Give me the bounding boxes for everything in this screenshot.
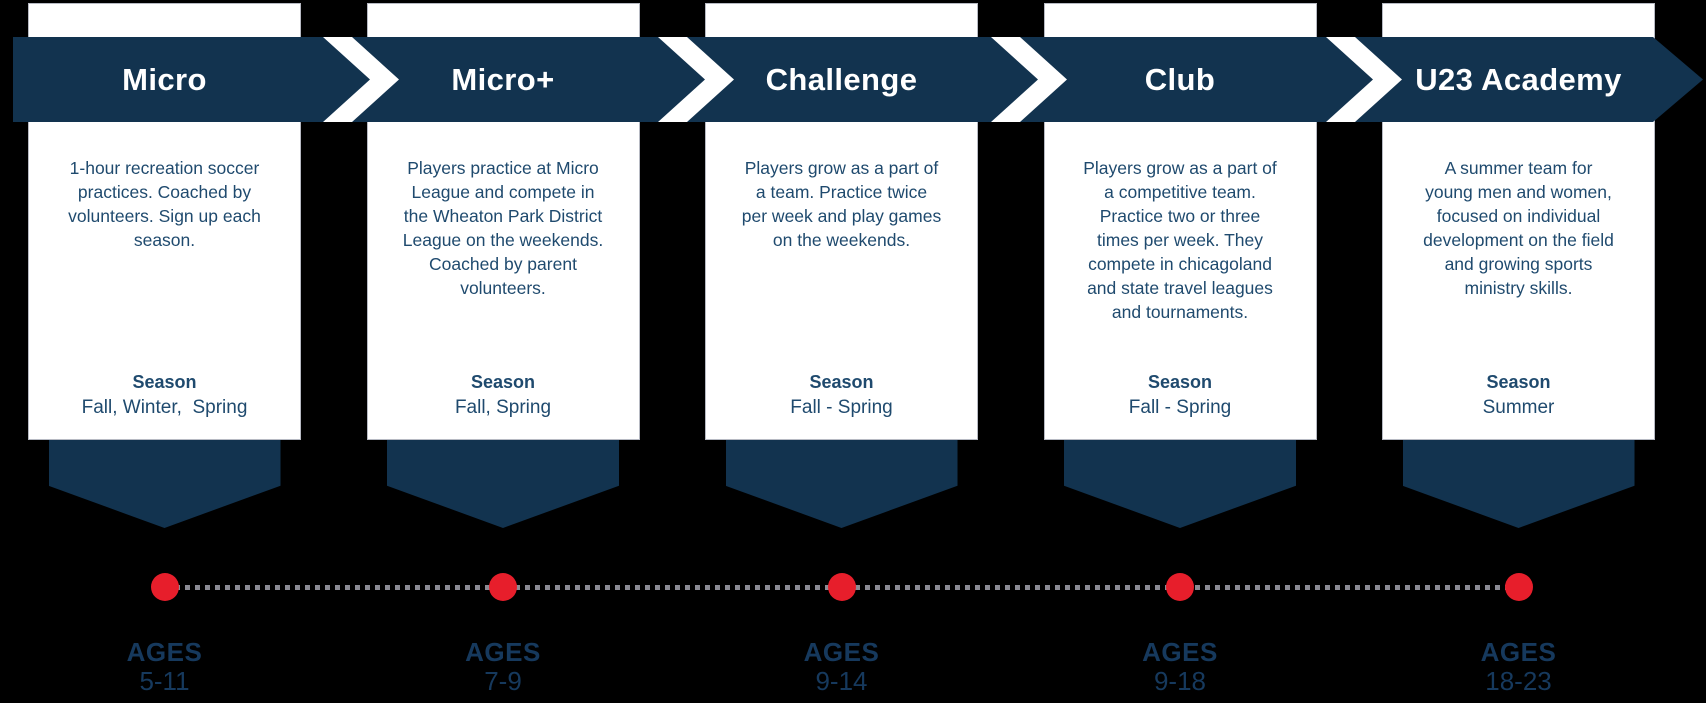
chevron-separator-icon bbox=[658, 37, 734, 122]
pennant-shape bbox=[387, 438, 619, 528]
chevron-separator-icon bbox=[991, 37, 1067, 122]
season-block: Season Fall, Winter, Spring bbox=[29, 369, 300, 421]
stage-description: Players grow as a part of a competitive … bbox=[1083, 158, 1277, 322]
timeline-dot bbox=[150, 573, 179, 601]
pennant-shape bbox=[1402, 438, 1635, 528]
stage-title: Micro+ bbox=[451, 61, 555, 97]
timeline-dot bbox=[489, 573, 517, 601]
season-block: Season Fall, Spring bbox=[368, 369, 639, 421]
ages-value: 18-23 bbox=[1485, 666, 1552, 696]
stage-title: Club bbox=[1144, 61, 1216, 97]
season-value: Fall - Spring bbox=[1128, 397, 1232, 418]
stage-description: Players grow as a part of a team. Practi… bbox=[741, 158, 942, 250]
ages-value: 9-18 bbox=[1153, 666, 1207, 696]
season-value: Fall, Spring bbox=[454, 397, 552, 418]
ages-value: 9-14 bbox=[815, 666, 868, 696]
timeline-dot bbox=[1504, 573, 1533, 601]
pennant-shape bbox=[725, 438, 958, 528]
banner-arrow-body bbox=[13, 37, 1703, 122]
season-label: Season bbox=[1147, 372, 1213, 392]
ages-label: AGES bbox=[126, 637, 203, 667]
stages-row: 1-hour recreation soccer practices. Coac… bbox=[28, 0, 1655, 703]
ages-label: AGES bbox=[465, 637, 541, 667]
season-block: Season Fall - Spring bbox=[706, 369, 977, 421]
stage-column: A summer team for young men and women, f… bbox=[1382, 0, 1655, 703]
season-value: Fall, Winter, Spring bbox=[81, 397, 248, 418]
ages-label: AGES bbox=[803, 637, 880, 667]
season-value: Summer bbox=[1482, 397, 1555, 418]
chevron-separator-icon bbox=[323, 37, 399, 122]
stage-column: Players practice at Micro League and com… bbox=[366, 0, 640, 703]
stage-title: U23 Academy bbox=[1415, 61, 1622, 97]
chevron-separator-icon bbox=[1326, 37, 1402, 122]
ages-value: 7-9 bbox=[484, 666, 522, 696]
season-value: Fall - Spring bbox=[790, 397, 893, 418]
stage-title: Micro bbox=[122, 61, 207, 97]
season-block: Season Fall - Spring bbox=[1045, 369, 1316, 421]
season-label: Season bbox=[1486, 372, 1551, 392]
stage-column: Players grow as a part of a team. Practi… bbox=[705, 0, 978, 703]
timeline-dot bbox=[827, 573, 856, 601]
season-label: Season bbox=[809, 372, 874, 392]
stage-description: Players practice at Micro League and com… bbox=[402, 158, 604, 298]
stage-description: A summer team for young men and women, f… bbox=[1423, 158, 1614, 298]
stage-title: Challenge bbox=[765, 61, 918, 97]
ages-label: AGES bbox=[1142, 637, 1218, 667]
stage-description: 1-hour recreation soccer practices. Coac… bbox=[68, 158, 261, 250]
pennant-shape bbox=[1064, 438, 1296, 528]
ages-label: AGES bbox=[1480, 637, 1557, 667]
season-label: Season bbox=[132, 372, 197, 392]
season-label: Season bbox=[470, 372, 536, 392]
stage-column: 1-hour recreation soccer practices. Coac… bbox=[28, 0, 301, 703]
stage-column: Players grow as a part of a competitive … bbox=[1043, 0, 1317, 703]
pennant-shape bbox=[48, 438, 281, 528]
season-block: Season Summer bbox=[1383, 369, 1654, 421]
ages-value: 5-11 bbox=[139, 666, 190, 696]
banner-arrow bbox=[13, 37, 1703, 122]
timeline-dot bbox=[1166, 573, 1194, 601]
